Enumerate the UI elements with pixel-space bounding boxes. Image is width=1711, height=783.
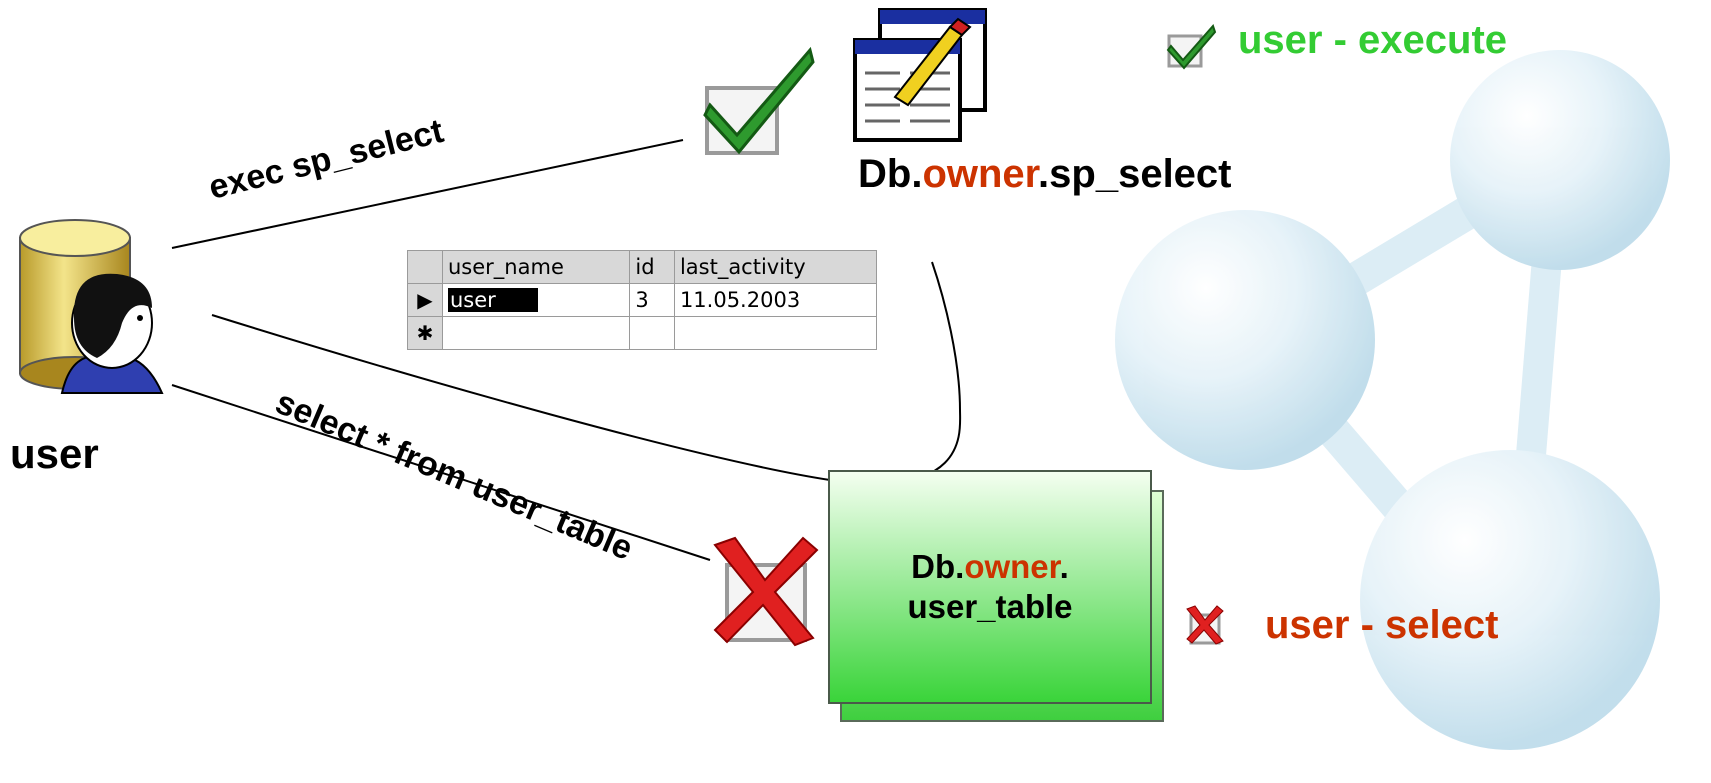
row-pointer-icon: ▶ [417, 288, 433, 312]
select-line [171, 384, 711, 561]
procedure-name: Db.owner.sp_select [858, 152, 1232, 197]
table-owner: owner [964, 548, 1060, 585]
legend-select-text: user - select [1265, 603, 1499, 647]
column-header[interactable]: user_name [441, 250, 631, 284]
cell-last-activity[interactable]: 11.05.2003 [673, 283, 878, 317]
column-header[interactable]: last_activity [673, 250, 878, 284]
legend-checkmark-icon [1166, 24, 1217, 70]
new-row[interactable]: ✱ [407, 316, 878, 350]
new-row-marker[interactable]: ✱ [407, 316, 443, 350]
current-row-marker[interactable]: ▶ [407, 283, 443, 317]
table-object-box: Db.owner. user_table [828, 470, 1152, 704]
grid-corner [407, 250, 443, 284]
checkmark-icon [703, 46, 815, 155]
result-grid: user_name id last_activity ▶ user 3 11.0… [407, 250, 878, 350]
exec-line [171, 139, 684, 249]
table-dot: . [1059, 548, 1069, 585]
user-label: user [10, 430, 99, 477]
table-prefix: Db. [911, 548, 965, 585]
asterisk-icon: ✱ [416, 321, 434, 345]
empty-cell[interactable] [629, 316, 675, 350]
procedure-prefix: Db. [858, 152, 923, 196]
procedure-suffix: .sp_select [1038, 152, 1232, 196]
legend-cross-icon [1186, 605, 1224, 645]
empty-cell[interactable] [673, 316, 878, 350]
molecule-decoration [1115, 50, 1670, 750]
user-database-icon [19, 219, 164, 394]
cell-user-name-value: user [448, 288, 538, 312]
column-header[interactable]: id [629, 250, 675, 284]
cell-user-name[interactable]: user [441, 283, 631, 317]
legend-execute-text: user - execute [1238, 18, 1508, 62]
procedure-owner: owner [922, 152, 1039, 196]
cross-icon [713, 536, 819, 647]
table-row[interactable]: ▶ user 3 11.05.2003 [407, 283, 878, 317]
table-name-line2: user_table [907, 588, 1073, 625]
stored-procedure-icon [853, 8, 987, 142]
grid-header-row: user_name id last_activity [407, 250, 878, 284]
table-name-line1: Db.owner. [911, 547, 1069, 587]
cell-id[interactable]: 3 [629, 283, 675, 317]
empty-cell[interactable] [441, 316, 631, 350]
